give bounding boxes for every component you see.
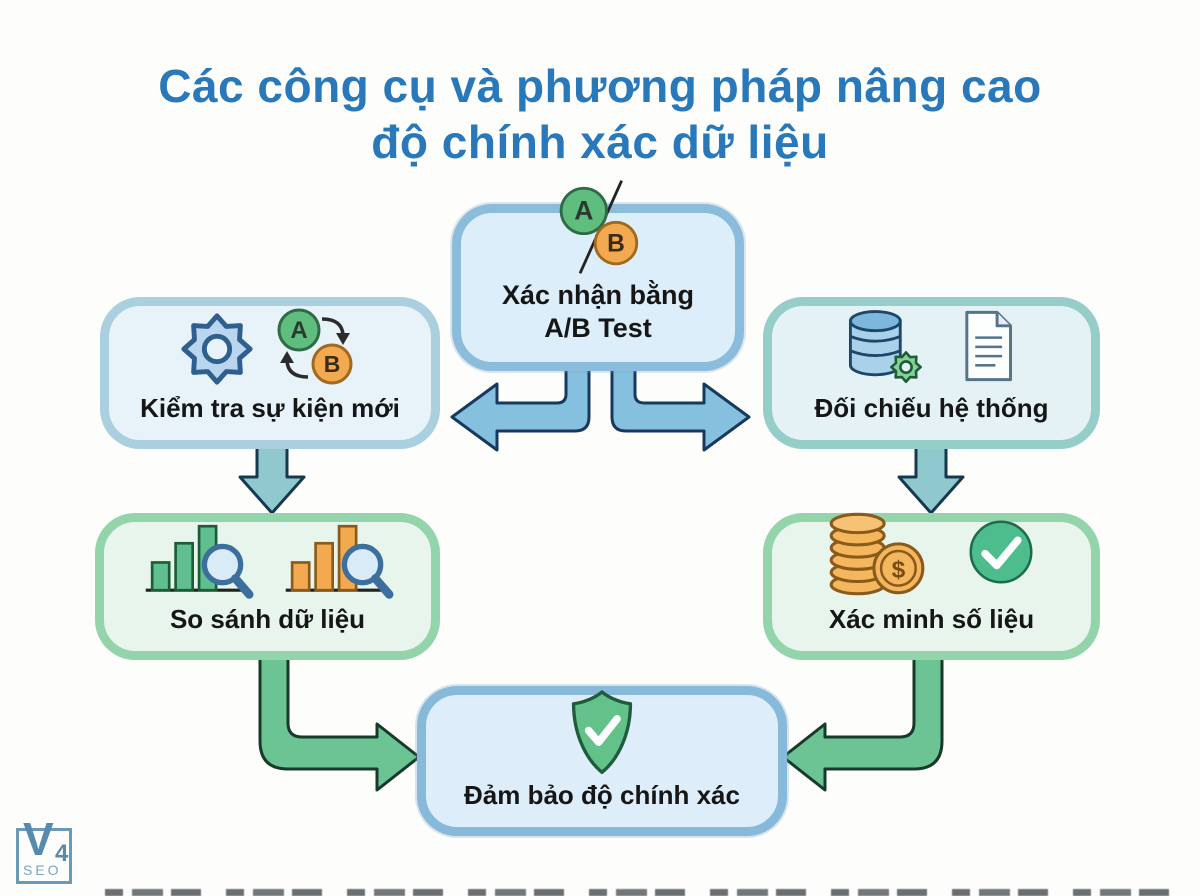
dollar-sign: $ <box>891 556 905 583</box>
green-bar-chart-magnifier-icon <box>145 524 253 599</box>
logo-frame <box>16 828 72 884</box>
node-compare-data: So sánh dữ liệu <box>95 513 440 660</box>
page-title-line2: độ chính xác dữ liệu <box>371 116 829 169</box>
arrow-ab-to-cross-check <box>610 366 751 452</box>
document-icon <box>964 310 1012 381</box>
node-check-events-label: Kiểm tra sự kiện mới <box>140 392 400 423</box>
node-ab-test: A B Xác nhận bằng A/B Test <box>452 179 744 371</box>
letter-a: A <box>574 195 593 225</box>
v4seo-logo: V 4 SEO <box>14 816 80 888</box>
node-cross-check-label: Đối chiếu hệ thống <box>814 392 1049 423</box>
arrow-compare-to-ensure <box>258 653 421 792</box>
check-circle-icon <box>969 520 1032 583</box>
node-ensure-accuracy-label: Đảm bảo độ chính xác <box>464 779 740 810</box>
node-check-events: A B Kiểm tra sự kiện mới <box>100 297 440 449</box>
node-ab-test-label-line2: A/B Test <box>544 313 652 344</box>
shield-check-icon <box>571 689 633 774</box>
node-ab-test-label-line1: Xác nhận bằng <box>501 279 695 310</box>
cutoff-text-strip <box>105 889 1192 896</box>
arrow-cross-check-to-verify <box>897 445 965 515</box>
gear-icon <box>181 313 253 385</box>
node-compare-data-label: So sánh dữ liệu <box>169 603 366 634</box>
coins-icon: $ <box>829 512 924 595</box>
node-ensure-accuracy: Đảm bảo độ chính xác <box>417 686 787 836</box>
node-verify-numbers: $ Xác minh số liệu <box>763 512 1100 660</box>
node-ab-test-label: Xác nhận bằng A/B Test <box>502 279 694 363</box>
node-cross-check: Đối chiếu hệ thống <box>763 297 1100 449</box>
letter-a: A <box>290 317 307 344</box>
page-title-line1: Các công cụ và phương pháp nâng cao <box>158 60 1042 112</box>
logo-letter: V <box>23 813 54 865</box>
node-verify-numbers-label: Xác minh số liệu <box>828 603 1035 634</box>
ab-test-icon: A B <box>546 175 650 279</box>
logo-number: 4 <box>55 840 69 867</box>
letter-b: B <box>607 230 625 257</box>
database-gear-icon <box>848 309 922 383</box>
arrow-verify-to-ensure <box>781 653 944 792</box>
page-title: Các công cụ và phương pháp nâng cao độ c… <box>0 58 1200 170</box>
letter-b: B <box>324 351 341 377</box>
arrow-check-events-to-compare <box>238 445 306 515</box>
logo-word: SEO <box>23 862 62 878</box>
orange-bar-chart-magnifier-icon <box>285 524 393 599</box>
ab-slash-icon: A B <box>559 179 639 274</box>
ab-swap-icon: A B <box>277 308 353 385</box>
arrow-ab-to-check-events <box>450 366 591 452</box>
